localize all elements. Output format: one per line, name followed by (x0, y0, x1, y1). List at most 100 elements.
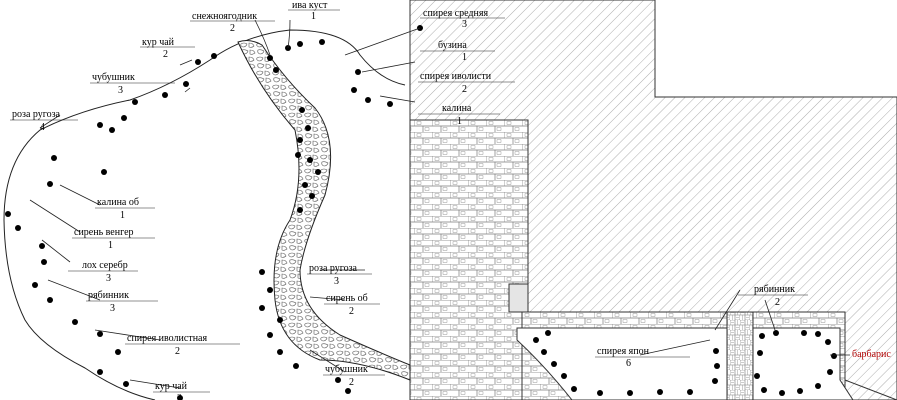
plant-dot (297, 41, 303, 47)
svg-text:2: 2 (177, 393, 182, 400)
svg-text:чубушник: чубушник (92, 72, 135, 83)
corner-line (844, 379, 897, 400)
plant-dot (267, 287, 273, 293)
svg-text:2: 2 (775, 297, 780, 308)
plant-dot (319, 39, 325, 45)
plant-dot (713, 348, 719, 354)
plant-dot (109, 127, 115, 133)
plant-dot (305, 125, 311, 131)
plant-dot (761, 387, 767, 393)
plant-dot (299, 107, 305, 113)
plant-dot (97, 369, 103, 375)
svg-text:кур чай: кур чай (142, 37, 175, 48)
plant-dot (815, 383, 821, 389)
plant-dot (759, 333, 765, 339)
svg-text:лох серебр: лох серебр (82, 260, 128, 271)
plant-dot (307, 157, 313, 163)
plant-dot (302, 182, 308, 188)
plant-dot (47, 181, 53, 187)
plant-dot (797, 388, 803, 394)
plant-dot (309, 193, 315, 199)
plant-dot (757, 350, 763, 356)
plant-dot (277, 349, 283, 355)
plant-dot (101, 169, 107, 175)
svg-text:1: 1 (462, 52, 467, 63)
plant-dot (132, 99, 138, 105)
svg-text:роза ругоза: роза ругоза (309, 263, 358, 274)
garden-bed-outline (3, 29, 406, 400)
plant-dot (714, 363, 720, 369)
svg-text:3: 3 (110, 303, 115, 314)
svg-text:спирея иволисти: спирея иволисти (420, 71, 492, 82)
plant-dot (365, 97, 371, 103)
plant-dot (345, 388, 351, 394)
paved-terrace (409, 119, 529, 400)
plant-dot (5, 211, 11, 217)
svg-text:рябинник: рябинник (88, 290, 129, 301)
svg-text:1: 1 (120, 210, 125, 221)
plant-dot (533, 337, 539, 343)
plant-label-barbaris: барбарис (852, 349, 891, 360)
path-strip (726, 311, 754, 400)
plant-dot (687, 389, 693, 395)
plant-dot (387, 101, 393, 107)
plant-dot (259, 305, 265, 311)
plant-dot (827, 369, 833, 375)
svg-text:2: 2 (349, 377, 354, 388)
svg-text:1: 1 (457, 116, 462, 127)
svg-text:сирень об: сирень об (326, 293, 368, 304)
plant-dot (121, 115, 127, 121)
plant-dot (831, 353, 837, 359)
svg-text:2: 2 (462, 84, 467, 95)
plant-dot (773, 330, 779, 336)
svg-text:3: 3 (462, 19, 467, 30)
stone-path (237, 40, 411, 381)
svg-text:6: 6 (626, 358, 631, 369)
plant-dot (779, 390, 785, 396)
plant-dot (545, 330, 551, 336)
plant-label-spireya-iv-top: спирея иволисти 2 (418, 71, 515, 95)
plant-dot (72, 319, 78, 325)
plant-markers (5, 25, 837, 400)
flowerbed-right (752, 327, 854, 400)
svg-text:3: 3 (334, 276, 339, 287)
plant-dot (627, 390, 633, 396)
svg-text:2: 2 (349, 306, 354, 317)
plant-dot (39, 243, 45, 249)
plant-label-ryab-left: рябинник 3 (86, 290, 158, 314)
svg-text:роза ругоза: роза ругоза (12, 109, 61, 120)
svg-text:3: 3 (118, 85, 123, 96)
plant-dot (315, 169, 321, 175)
plant-dot (32, 282, 38, 288)
svg-text:1: 1 (311, 11, 316, 22)
svg-text:бузина: бузина (438, 40, 467, 51)
plant-dot (97, 331, 103, 337)
svg-text:2: 2 (175, 346, 180, 357)
plant-dot (162, 92, 168, 98)
plant-dot (195, 59, 201, 65)
plant-dot (801, 330, 807, 336)
plant-dot (267, 332, 273, 338)
small-square (508, 283, 529, 313)
plant-label-chubushnik-top: чубушник 3 (90, 72, 175, 96)
plant-dot (351, 87, 357, 93)
plant-dot (335, 377, 341, 383)
svg-text:ива куст: ива куст (292, 0, 328, 11)
plant-dot (355, 69, 361, 75)
plant-dot (115, 349, 121, 355)
plant-dot (541, 349, 547, 355)
plant-dot (123, 381, 129, 387)
plant-dot (51, 155, 57, 161)
leader-lines (29, 19, 850, 389)
